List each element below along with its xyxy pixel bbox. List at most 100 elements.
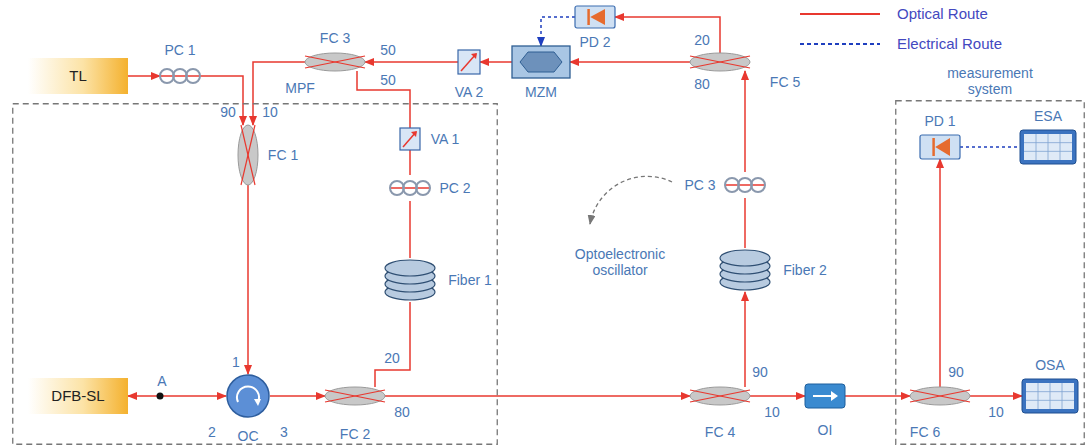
photodetector: PD 1 [920, 135, 960, 159]
port-number: 80 [694, 76, 710, 92]
component-label: TL [69, 68, 87, 84]
legend-text: Electrical Route [897, 35, 1002, 53]
legend-text: Optical Route [897, 5, 988, 23]
fiber-spool-shape [720, 248, 770, 292]
component-name: OSA [1035, 357, 1065, 373]
optical-fiber [409, 201, 411, 258]
optical-fiber [365, 61, 458, 63]
component-name: PC 2 [439, 180, 470, 196]
optical-fiber [970, 395, 1022, 397]
fiber-coupler-shape [325, 387, 385, 405]
photodetector-shape [575, 6, 615, 28]
polarization-controller-shape [725, 172, 765, 198]
port-number: 80 [394, 404, 410, 420]
port-number: 2 [208, 424, 216, 440]
port-number: A [157, 373, 166, 389]
optical-fiber [845, 395, 910, 397]
optical-fiber [270, 395, 325, 397]
annotation-text: Optoelectronic oscillator [560, 246, 680, 278]
optical-fiber [375, 302, 410, 387]
fiber-coupler: FC 4 [690, 387, 750, 405]
polarization-controller: PC 2 [390, 175, 430, 201]
polarization-controller: PC 3 [725, 172, 765, 198]
optical-circulator-shape [226, 374, 270, 418]
point-marker [157, 393, 164, 400]
component-name: OI [818, 422, 833, 438]
port-number: 10 [262, 104, 278, 120]
port-number: 10 [988, 404, 1004, 420]
spectrum-analyzer-shape [1022, 379, 1078, 413]
dashed-region: MPFFC 1OCDFB-SLFC 2VA 1PC 2Fiber 1 [12, 103, 498, 445]
optical-fiber [570, 61, 690, 63]
port-number: 20 [384, 350, 400, 366]
component-name: FC 1 [268, 147, 298, 163]
fiber-coupler: FC 2 [325, 387, 385, 405]
electrical-wire [541, 17, 575, 46]
optical-fiber [128, 395, 226, 397]
optical-fiber [409, 150, 411, 175]
variable-attenuator: VA 2 [458, 50, 480, 74]
optical-fiber [744, 71, 746, 172]
component-name: FC 6 [910, 424, 940, 440]
component-name: MZM [525, 84, 557, 100]
photodetector: PD 2 [575, 6, 615, 28]
port-number: 3 [280, 424, 288, 440]
polarization-controller-shape [160, 63, 200, 89]
spectrum-analyzer: OSA [1022, 379, 1078, 413]
component-name: FC 4 [705, 424, 735, 440]
optical-fiber [385, 395, 690, 397]
fiber-coupler: FC 3 [305, 53, 365, 71]
fiber-coupler-shape [305, 53, 365, 71]
optical-isolator-shape [805, 384, 845, 408]
optical-fiber [480, 61, 512, 63]
optical-fiber [615, 17, 720, 53]
variable-attenuator: VA 1 [400, 128, 420, 150]
dashed-region: measurement systemPD 1ESAFC 6OSA [895, 100, 1085, 445]
polarization-controller: PC 1 [160, 63, 200, 89]
port-number: 90 [220, 104, 236, 120]
component-name: VA 2 [455, 84, 484, 100]
legend-sample [800, 43, 880, 45]
port-number: 90 [948, 364, 964, 380]
component-name: OC [238, 428, 259, 444]
optical-isolator: OI [805, 384, 845, 408]
optical-fiber [939, 159, 941, 387]
component-name: FC 5 [770, 74, 800, 90]
component-name: PC 1 [164, 42, 195, 58]
spectrum-analyzer-shape [1020, 130, 1076, 164]
fiber-coupler-shape [690, 53, 750, 71]
fiber-spool: Fiber 2 [720, 248, 770, 292]
component-name: FC 2 [340, 426, 370, 442]
electrical-wire [960, 146, 1020, 148]
loop-arrow [590, 176, 672, 224]
optical-fiber [200, 76, 243, 125]
modulator: MZM [512, 46, 570, 78]
optical-circulator: OC [226, 374, 270, 418]
port-number: 10 [764, 404, 780, 420]
component-name: FC 3 [320, 30, 350, 46]
legend-sample [800, 13, 880, 15]
component-name: PD 1 [924, 113, 955, 129]
fiber-spool-shape [385, 258, 435, 302]
component-name: PD 2 [579, 34, 610, 50]
fiber-coupler-shape [238, 125, 258, 185]
component-name: Fiber 2 [783, 262, 827, 278]
photodetector-shape [920, 135, 960, 159]
port-number: 90 [752, 364, 768, 380]
fiber-coupler: FC 5 [690, 53, 750, 71]
laser-box: DFB-SL [28, 378, 128, 414]
optical-fiber [247, 185, 249, 374]
component-name: VA 1 [431, 131, 460, 147]
polarization-controller-shape [390, 175, 430, 201]
fiber-coupler-shape [910, 387, 970, 405]
variable-attenuator-shape [400, 128, 420, 150]
component-name: Fiber 1 [448, 272, 492, 288]
optical-fiber [128, 75, 160, 77]
component-name: PC 3 [684, 177, 715, 193]
optical-fiber [744, 292, 746, 387]
port-number: 50 [380, 72, 396, 88]
component-name: MPF [285, 80, 315, 96]
optical-fiber [750, 395, 805, 397]
fiber-coupler-shape [690, 387, 750, 405]
component-name: ESA [1034, 108, 1062, 124]
